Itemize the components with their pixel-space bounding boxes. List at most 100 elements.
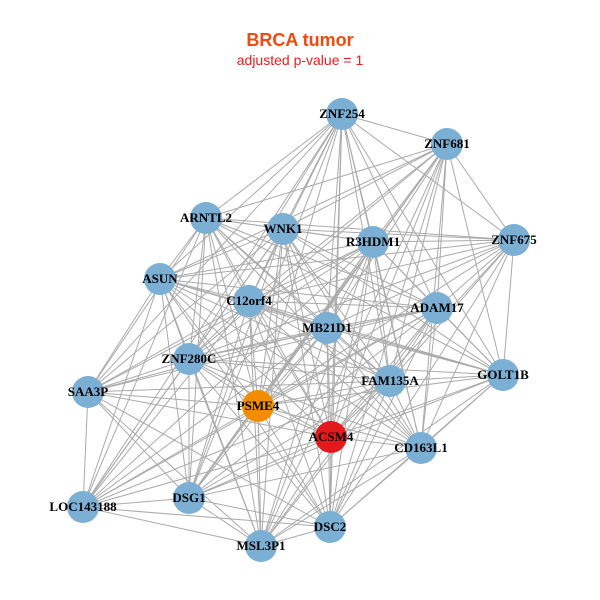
node-circle bbox=[173, 343, 205, 375]
node-saa3p[interactable]: SAA3P bbox=[68, 376, 109, 408]
edge-WNK1-MSL3P1 bbox=[260, 228, 284, 547]
node-znf675[interactable]: ZNF675 bbox=[491, 224, 537, 256]
node-acsm4[interactable]: ACSM4 bbox=[309, 421, 354, 453]
edge-SAA3P-LOC143188 bbox=[82, 391, 89, 508]
edge-C12orf4-ACSM4 bbox=[248, 300, 332, 438]
node-circle bbox=[67, 491, 99, 523]
edge-ZNF681-GOLT1B bbox=[446, 143, 504, 376]
edge-CD163L1-MSL3P1 bbox=[260, 447, 422, 547]
node-label: LOC143188 bbox=[49, 499, 117, 514]
edge-ZNF254-ZNF681 bbox=[341, 113, 448, 145]
edge-ZNF254-ADAM17 bbox=[341, 113, 438, 309]
edge-FAM135A-DSG1 bbox=[188, 380, 391, 499]
edge-C12orf4-ADAM17 bbox=[248, 300, 438, 309]
edge-MB21D1-LOC143188 bbox=[82, 327, 328, 508]
edge-WNK1-ASUN bbox=[159, 228, 284, 280]
node-msl3p1[interactable]: MSL3P1 bbox=[236, 530, 286, 562]
edge-SAA3P-PSME4 bbox=[87, 391, 259, 407]
edge-ZNF681-C12orf4 bbox=[248, 143, 448, 302]
edge-R3HDM1-ZNF675 bbox=[372, 239, 515, 243]
edge-R3HDM1-ASUN bbox=[159, 241, 374, 280]
edge-C12orf4-DSG1 bbox=[188, 300, 250, 499]
edge-ZNF280C-SAA3P bbox=[87, 358, 190, 393]
edge-ADAM17-CD163L1 bbox=[420, 307, 438, 449]
edge-WNK1-DSC2 bbox=[282, 228, 331, 528]
node-label: PSME4 bbox=[237, 398, 280, 413]
edge-WNK1-DSG1 bbox=[188, 228, 284, 499]
edge-SAA3P-DSC2 bbox=[87, 391, 331, 528]
node-arntl2[interactable]: ARNTL2 bbox=[180, 202, 232, 234]
node-dsg1[interactable]: DSG1 bbox=[172, 482, 206, 514]
edge-R3HDM1-MSL3P1 bbox=[260, 241, 374, 547]
node-label: ZNF681 bbox=[424, 136, 470, 151]
edge-ZNF280C-GOLT1B bbox=[188, 358, 504, 376]
edge-ZNF254-ZNF675 bbox=[341, 113, 515, 241]
edge-ZNF681-MSL3P1 bbox=[260, 143, 448, 547]
edge-CD163L1-DSC2 bbox=[329, 447, 422, 528]
edge-ASUN-FAM135A bbox=[159, 278, 391, 382]
edge-ACSM4-LOC143188 bbox=[82, 436, 332, 508]
node-fam135a[interactable]: FAM135A bbox=[361, 365, 419, 397]
edge-GOLT1B-FAM135A bbox=[389, 374, 504, 382]
node-label: DSC2 bbox=[314, 519, 347, 534]
node-circle bbox=[498, 224, 530, 256]
node-adam17[interactable]: ADAM17 bbox=[410, 292, 464, 324]
edge-ZNF681-ASUN bbox=[159, 143, 448, 280]
figure-subtitle: adjusted p-value = 1 bbox=[236, 52, 364, 68]
node-znf681[interactable]: ZNF681 bbox=[424, 128, 470, 160]
node-circle bbox=[144, 263, 176, 295]
edge-ACSM4-DSG1 bbox=[188, 436, 332, 499]
node-cd163l1[interactable]: CD163L1 bbox=[394, 432, 448, 464]
edge-MB21D1-GOLT1B bbox=[326, 327, 504, 376]
node-c12orf4[interactable]: C12orf4 bbox=[226, 285, 272, 317]
node-label: R3HDM1 bbox=[346, 234, 400, 249]
edge-ARNTL2-SAA3P bbox=[87, 217, 207, 393]
node-circle bbox=[72, 376, 104, 408]
node-circle bbox=[173, 482, 205, 514]
edge-C12orf4-MSL3P1 bbox=[248, 300, 262, 547]
edge-ZNF254-MB21D1 bbox=[326, 113, 343, 329]
edge-FAM135A-PSME4 bbox=[257, 380, 391, 407]
edge-WNK1-SAA3P bbox=[87, 228, 284, 393]
edge-PSME4-MSL3P1 bbox=[257, 405, 262, 547]
edge-ZNF675-MB21D1 bbox=[326, 239, 515, 329]
node-label: ARNTL2 bbox=[180, 210, 232, 225]
edge-ZNF681-ARNTL2 bbox=[205, 143, 448, 219]
edge-FAM135A-SAA3P bbox=[87, 380, 391, 393]
node-label: ZNF675 bbox=[491, 232, 537, 247]
edge-R3HDM1-DSG1 bbox=[188, 241, 374, 499]
edge-WNK1-ADAM17 bbox=[282, 228, 438, 309]
node-znf254[interactable]: ZNF254 bbox=[319, 98, 365, 130]
edge-ASUN-ADAM17 bbox=[159, 278, 438, 309]
edge-FAM135A-LOC143188 bbox=[82, 380, 391, 508]
node-asun[interactable]: ASUN bbox=[142, 263, 178, 295]
node-circle bbox=[357, 226, 389, 258]
node-label: MSL3P1 bbox=[236, 538, 285, 553]
edge-C12orf4-LOC143188 bbox=[82, 300, 250, 508]
edge-SAA3P-MSL3P1 bbox=[87, 391, 262, 547]
node-circle bbox=[311, 312, 343, 344]
node-label: GOLT1B bbox=[477, 367, 529, 382]
node-r3hdm1[interactable]: R3HDM1 bbox=[346, 226, 400, 258]
node-circle bbox=[374, 365, 406, 397]
node-circle bbox=[242, 390, 274, 422]
edge-ZNF675-C12orf4 bbox=[248, 239, 515, 302]
node-loc143188[interactable]: LOC143188 bbox=[49, 491, 117, 523]
node-circle bbox=[314, 511, 346, 543]
edge-ZNF254-ARNTL2 bbox=[205, 113, 343, 219]
node-dsc2[interactable]: DSC2 bbox=[314, 511, 347, 543]
node-znf280c[interactable]: ZNF280C bbox=[162, 343, 217, 375]
node-mb21d1[interactable]: MB21D1 bbox=[302, 312, 352, 344]
edge-ADAM17-DSC2 bbox=[329, 307, 438, 528]
node-wnk1[interactable]: WNK1 bbox=[264, 213, 303, 245]
edge-ASUN-PSME4 bbox=[159, 278, 259, 407]
edge-ZNF280C-MSL3P1 bbox=[188, 358, 262, 547]
node-circle bbox=[233, 285, 265, 317]
node-golt1b[interactable]: GOLT1B bbox=[477, 359, 529, 391]
node-psme4[interactable]: PSME4 bbox=[237, 390, 280, 422]
edge-R3HDM1-C12orf4 bbox=[248, 241, 374, 302]
edge-ZNF681-WNK1 bbox=[282, 143, 448, 230]
edge-R3HDM1-SAA3P bbox=[87, 241, 374, 393]
